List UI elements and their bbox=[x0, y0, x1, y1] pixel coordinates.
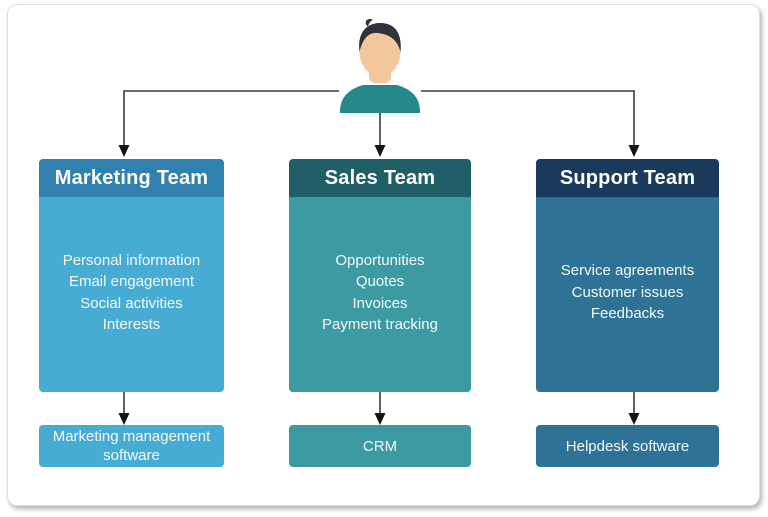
team-body-sales: Opportunities Quotes Invoices Payment tr… bbox=[289, 197, 471, 392]
arrowhead-sales bbox=[374, 145, 386, 157]
team-header-marketing: Marketing Team bbox=[39, 159, 224, 197]
tool-box-crm[interactable]: CRM bbox=[289, 425, 471, 467]
team-item: Feedbacks bbox=[590, 305, 665, 323]
team-item: Personal information bbox=[62, 251, 201, 269]
team-box-marketing[interactable]: Marketing Team Personal information Emai… bbox=[39, 159, 224, 392]
connector-person-to-marketing bbox=[123, 90, 339, 145]
tool-label: CRM bbox=[362, 437, 398, 455]
arrowhead-sales-tool bbox=[374, 413, 386, 425]
team-box-sales[interactable]: Sales Team Opportunities Quotes Invoices… bbox=[289, 159, 471, 392]
arrowhead-support-tool bbox=[628, 413, 640, 425]
team-item: Quotes bbox=[355, 273, 405, 290]
team-item: Payment tracking bbox=[322, 316, 438, 333]
person-icon bbox=[340, 19, 420, 113]
team-item: Opportunities bbox=[335, 251, 425, 269]
team-header-support: Support Team bbox=[536, 159, 719, 197]
arrowhead-marketing-tool bbox=[118, 413, 130, 425]
team-item: Service agreements bbox=[560, 262, 695, 280]
team-title-marketing: Marketing Team bbox=[54, 166, 209, 189]
team-body-support: Service agreements Customer issues Feedb… bbox=[536, 197, 719, 392]
team-title-support: Support Team bbox=[559, 166, 696, 189]
tool-label: Helpdesk software bbox=[565, 437, 690, 455]
team-item: Interests bbox=[102, 316, 161, 333]
connector-person-to-support bbox=[421, 90, 635, 145]
diagram-card: Marketing Team Personal information Emai… bbox=[7, 4, 760, 506]
team-body-marketing: Personal information Email engagement So… bbox=[39, 197, 224, 392]
arrowhead-marketing bbox=[118, 145, 130, 157]
team-box-support[interactable]: Support Team Service agreements Customer… bbox=[536, 159, 719, 392]
tool-label: Marketing management software bbox=[52, 428, 211, 464]
team-item: Customer issues bbox=[571, 283, 684, 301]
team-item: Social activities bbox=[80, 294, 183, 312]
team-item: Invoices bbox=[352, 294, 408, 312]
team-header-sales: Sales Team bbox=[289, 159, 471, 197]
tool-box-marketing-software[interactable]: Marketing management software bbox=[39, 425, 224, 467]
arrowhead-support bbox=[628, 145, 640, 157]
team-title-sales: Sales Team bbox=[324, 166, 436, 189]
tool-box-helpdesk[interactable]: Helpdesk software bbox=[536, 425, 719, 467]
team-item: Email engagement bbox=[68, 273, 195, 290]
